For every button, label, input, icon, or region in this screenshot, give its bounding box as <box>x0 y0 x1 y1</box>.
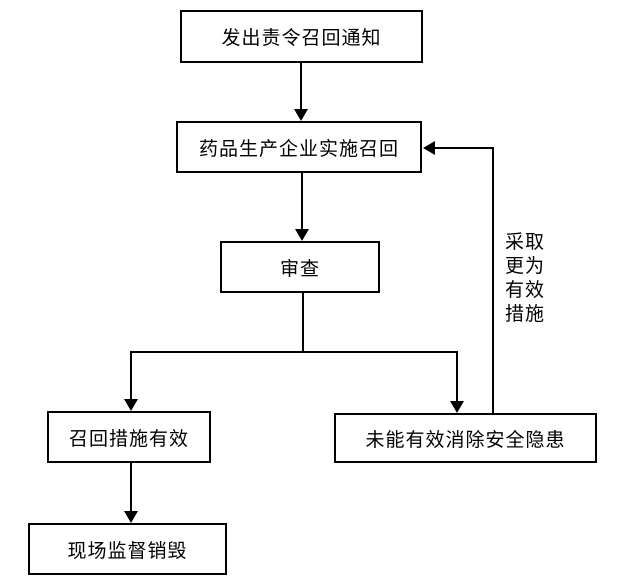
feedback-line-vertical <box>492 147 494 413</box>
arrowhead-down-icon <box>295 229 309 241</box>
arrowhead-down-icon <box>124 511 138 523</box>
connector-effective-to-destroy <box>130 463 132 512</box>
node-failed-to-eliminate-hazard: 未能有效消除安全隐患 <box>334 413 597 463</box>
arrowhead-down-icon <box>294 109 308 121</box>
node-manufacturer-implements-recall: 药品生产企业实施召回 <box>176 121 422 173</box>
connector-notice-to-implement <box>300 63 302 111</box>
feedback-line-horizontal <box>433 147 494 149</box>
node-review: 审查 <box>220 241 380 293</box>
feedback-edge-label-line: 措施 <box>505 303 546 325</box>
feedback-edge-label-line: 更为 <box>505 255 546 277</box>
feedback-edge-label-line: 有效 <box>505 279 546 301</box>
branch-horizontal-bar <box>130 351 458 353</box>
arrowhead-left-icon <box>423 141 435 155</box>
arrowhead-down-icon <box>124 399 138 411</box>
connector-implement-to-review <box>301 173 303 231</box>
arrowhead-down-icon <box>450 401 464 413</box>
node-onsite-supervised-destruction: 现场监督销毁 <box>28 523 227 575</box>
node-recall-measures-effective: 召回措施有效 <box>47 411 211 463</box>
feedback-edge-label-line: 采取 <box>505 231 546 253</box>
connector-branch-to-failed <box>456 352 458 402</box>
connector-review-to-branch <box>302 293 304 352</box>
feedback-edge-label: 采取 更为 有效 措施 <box>505 230 545 326</box>
node-issue-recall-notice: 发出责令召回通知 <box>180 10 423 63</box>
connector-branch-to-effective <box>130 352 132 400</box>
